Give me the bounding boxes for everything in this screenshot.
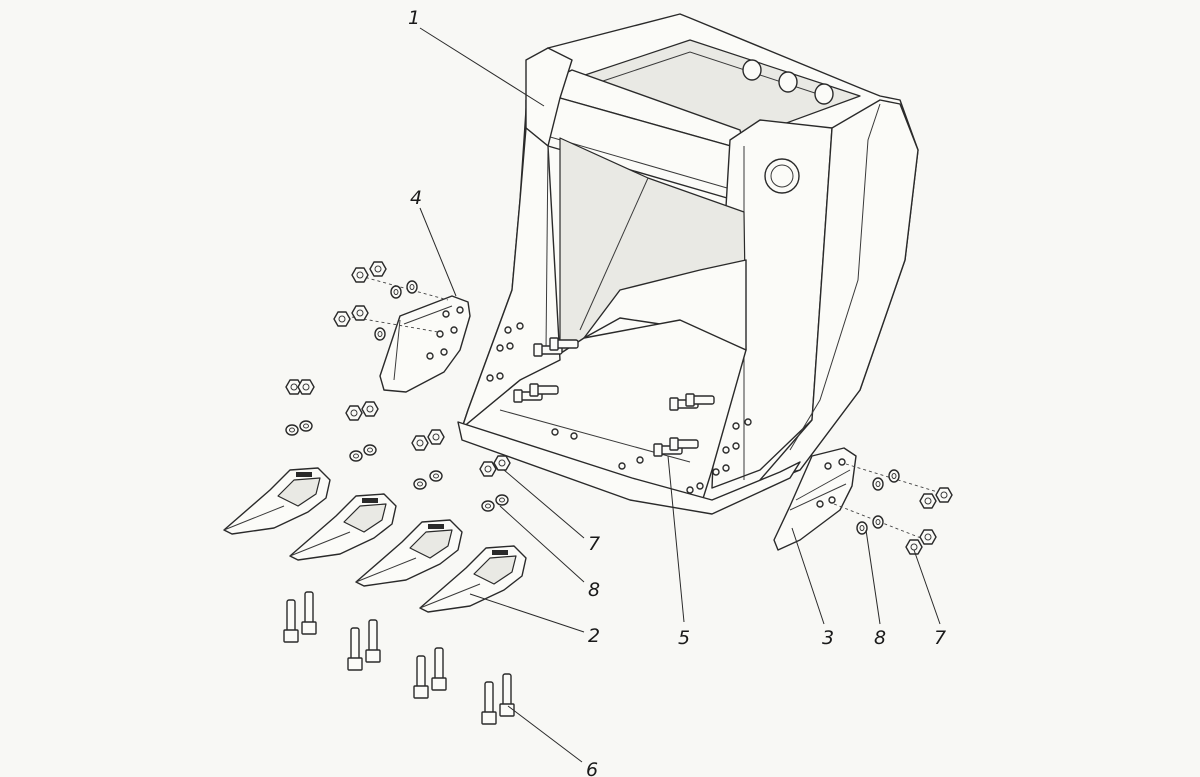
bucket-bolts <box>513 337 715 457</box>
right-cutter-hardware <box>833 463 953 555</box>
left-cutter-hardware <box>333 261 449 341</box>
callout-5: 5 <box>678 627 690 649</box>
callout-3: 3 <box>822 627 834 649</box>
callout-7-left: 7 <box>588 533 600 555</box>
callout-6: 6 <box>586 759 598 777</box>
callout-4: 4 <box>410 187 422 209</box>
callout-2: 2 <box>588 625 600 647</box>
tooth-1 <box>223 467 331 535</box>
right-side-cutter <box>773 447 857 551</box>
callout-1: 1 <box>408 7 420 29</box>
teeth-nuts-washers <box>285 379 511 512</box>
left-side-cutter <box>379 295 471 393</box>
callout-8-right: 8 <box>874 627 886 649</box>
tooth-3 <box>355 519 463 587</box>
bucket-body <box>457 13 919 515</box>
tooth-2 <box>289 493 397 561</box>
leader-lines <box>419 27 941 763</box>
tooth-adapters <box>223 467 527 613</box>
teeth-bolts <box>283 591 515 725</box>
callout-labels: 1 4 7 8 2 5 6 3 8 7 <box>408 7 946 777</box>
callout-8-left: 8 <box>588 579 600 601</box>
callout-7-right: 7 <box>934 627 946 649</box>
tooth-4 <box>419 545 527 613</box>
